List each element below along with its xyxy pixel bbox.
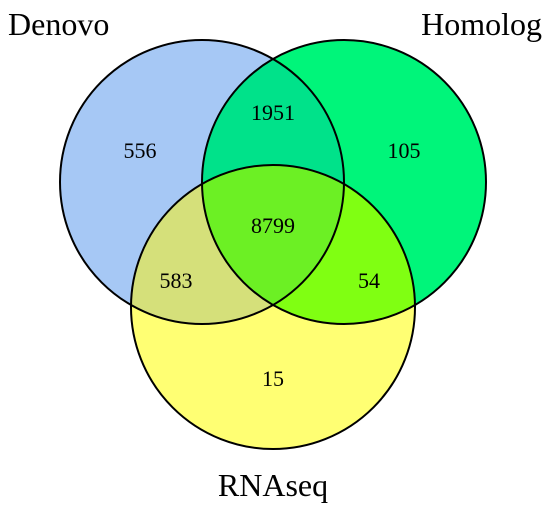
count-denovo-rnaseq: 583	[160, 268, 193, 293]
set-label-homolog: Homolog	[421, 6, 542, 42]
set-circle-rnaseq	[130, 164, 416, 450]
set-circle-homolog	[201, 39, 487, 325]
set-label-rnaseq: RNAseq	[218, 467, 328, 503]
set-label-denovo: Denovo	[8, 6, 109, 42]
set-circle-denovo	[59, 39, 345, 325]
count-all-three: 8799	[251, 213, 295, 238]
count-rnaseq-only: 15	[262, 366, 284, 391]
count-denovo-homolog: 1951	[251, 100, 295, 125]
count-homolog-rnaseq: 54	[358, 268, 380, 293]
count-denovo-only: 556	[124, 138, 157, 163]
count-homolog-only: 105	[388, 138, 421, 163]
